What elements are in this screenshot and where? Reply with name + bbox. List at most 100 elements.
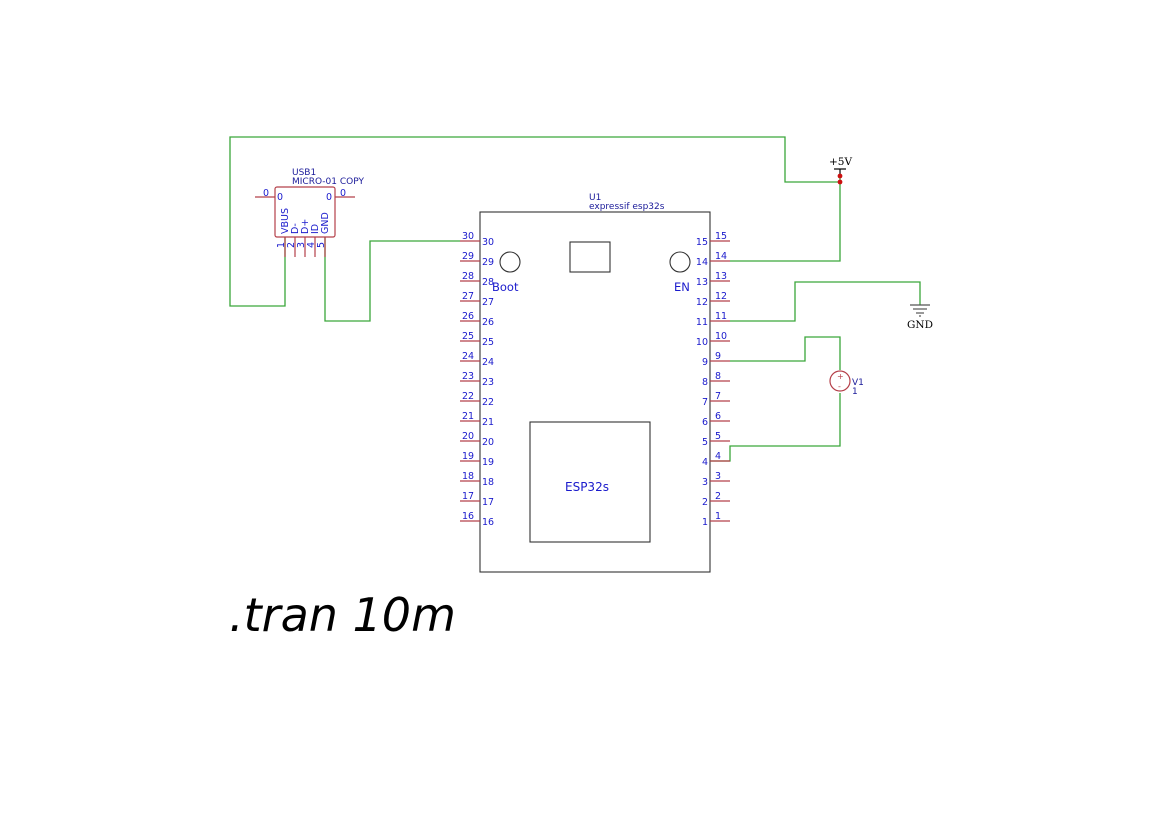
wire-gnd-to-pin30[interactable] bbox=[324, 237, 460, 322]
u1-pin-number: 15 bbox=[715, 231, 727, 242]
u1-pin-name: 26 bbox=[482, 317, 494, 328]
u1-pin-name: 7 bbox=[702, 397, 708, 408]
usb1-side-num-left-outer: 0 bbox=[263, 188, 269, 199]
usb1-pin-number: 3 bbox=[296, 242, 307, 248]
u1-pin-name: 23 bbox=[482, 377, 494, 388]
u1-pin-number: 28 bbox=[462, 271, 474, 282]
usb1-pin-name: GND bbox=[320, 212, 331, 234]
u1-pin-number: 20 bbox=[462, 431, 474, 442]
usb1-pin-name: D- bbox=[290, 223, 301, 234]
u1-pin-name: 21 bbox=[482, 417, 494, 428]
u1-pin-name: 6 bbox=[702, 417, 708, 428]
u1-pin-name: 30 bbox=[482, 237, 494, 248]
v1-minus: - bbox=[838, 382, 841, 391]
u1-body bbox=[479, 211, 711, 573]
esp32s-chip bbox=[529, 421, 651, 543]
usb1-pin-number: 5 bbox=[316, 242, 327, 248]
u1-pin-number: 27 bbox=[462, 291, 474, 302]
u1-pin-number: 14 bbox=[715, 251, 727, 262]
usb1-value: MICRO-01 COPY bbox=[292, 177, 364, 187]
u1-pin-name: 9 bbox=[702, 357, 708, 368]
v1-plus: + bbox=[837, 372, 844, 381]
usb1-component[interactable]: USB1 MICRO-01 COPY 0 0 0 0 VBUS1D-2D+3ID… bbox=[255, 168, 364, 257]
u1-pin-number: 21 bbox=[462, 411, 474, 422]
wire-pin9-to-v1[interactable] bbox=[730, 336, 841, 370]
wire-pin14-to-5v[interactable] bbox=[730, 176, 841, 262]
u1-pin-name: 17 bbox=[482, 497, 494, 508]
u1-pin-number: 26 bbox=[462, 311, 474, 322]
boot-label: Boot bbox=[492, 280, 519, 294]
u1-pin-name: 11 bbox=[696, 317, 708, 328]
usb1-pin-number: 2 bbox=[286, 242, 297, 248]
wire-pin4-to-v1[interactable] bbox=[710, 393, 841, 462]
v1-ref: V1 bbox=[852, 378, 864, 388]
u1-pin-name: 14 bbox=[696, 257, 708, 268]
u1-pin-number: 3 bbox=[715, 471, 721, 482]
u1-pin-number: 16 bbox=[462, 511, 474, 522]
u1-pin-number: 23 bbox=[462, 371, 474, 382]
u1-pin-number: 7 bbox=[715, 391, 721, 402]
usb1-side-num-right-outer: 0 bbox=[340, 188, 346, 199]
u1-ref: U1 bbox=[589, 193, 601, 203]
usb1-pin-number: 4 bbox=[306, 242, 317, 248]
u1-pin-name: 19 bbox=[482, 457, 494, 468]
en-button-icon bbox=[669, 251, 691, 273]
u1-pin-name: 16 bbox=[482, 517, 494, 528]
u1-pin-number: 29 bbox=[462, 251, 474, 262]
wire-vbus-to-5v[interactable] bbox=[229, 136, 840, 307]
u1-component[interactable]: U1 expressif esp32s Boot EN ESP32s 30 30 2… bbox=[460, 193, 730, 573]
u1-pin-name: 18 bbox=[482, 477, 494, 488]
u1-pin-number: 17 bbox=[462, 491, 474, 502]
module-label: ESP32s bbox=[565, 480, 609, 494]
usb1-pin-number: 1 bbox=[276, 242, 287, 248]
u1-usb-port bbox=[569, 241, 611, 273]
usb1-side-num-left-inner: 0 bbox=[277, 192, 283, 203]
junction-dot bbox=[837, 173, 843, 179]
u1-right-pins: 1515141413131212111110109988776655443322… bbox=[696, 231, 730, 528]
u1-left-pins: 3030292928282727262625252424232322222121… bbox=[460, 231, 494, 528]
usb1-ref: USB1 bbox=[292, 168, 316, 178]
u1-pin-number: 11 bbox=[715, 311, 727, 322]
u1-pin-name: 1 bbox=[702, 517, 708, 528]
u1-pin-number: 1 bbox=[715, 511, 721, 522]
u1-pin-number: 30 bbox=[462, 231, 474, 242]
boot-button-icon bbox=[499, 251, 521, 273]
u1-pin-name: 8 bbox=[702, 377, 708, 388]
v1-source[interactable]: + - V1 1 bbox=[829, 370, 864, 397]
u1-pin-name: 28 bbox=[482, 277, 494, 288]
u1-pin-number: 6 bbox=[715, 411, 721, 422]
wire-pin11-to-gnd[interactable] bbox=[730, 281, 921, 322]
usb1-pin-name: ID bbox=[310, 224, 321, 234]
u1-pin-number: 13 bbox=[715, 271, 727, 282]
usb1-pin-name: D+ bbox=[300, 219, 311, 234]
u1-pin-name: 5 bbox=[702, 437, 708, 448]
u1-pin-name: 12 bbox=[696, 297, 708, 308]
u1-pin-number: 8 bbox=[715, 371, 721, 382]
u1-pin-number: 4 bbox=[715, 451, 721, 462]
u1-pin-number: 12 bbox=[715, 291, 727, 302]
ground-symbol[interactable]: GND bbox=[907, 304, 933, 331]
u1-pin-number: 5 bbox=[715, 431, 721, 442]
u1-pin-name: 15 bbox=[696, 237, 708, 248]
u1-pin-name: 3 bbox=[702, 477, 708, 488]
u1-pin-name: 29 bbox=[482, 257, 494, 268]
power-5v-label: +5V bbox=[829, 156, 852, 168]
usb1-side-num-right-inner: 0 bbox=[326, 192, 332, 203]
u1-pin-name: 10 bbox=[696, 337, 708, 348]
u1-pin-name: 24 bbox=[482, 357, 494, 368]
u1-pin-number: 10 bbox=[715, 331, 727, 342]
simulation-directive[interactable]: .tran 10m bbox=[229, 588, 456, 642]
u1-pin-name: 13 bbox=[696, 277, 708, 288]
gnd-label: GND bbox=[907, 319, 933, 331]
power-5v-symbol[interactable]: +5V bbox=[829, 156, 852, 185]
u1-pin-number: 22 bbox=[462, 391, 474, 402]
junction-dot bbox=[837, 179, 843, 185]
u1-pin-number: 9 bbox=[715, 351, 721, 362]
u1-pin-name: 27 bbox=[482, 297, 494, 308]
u1-pin-number: 25 bbox=[462, 331, 474, 342]
en-label: EN bbox=[674, 280, 690, 294]
u1-pin-name: 25 bbox=[482, 337, 494, 348]
u1-value: expressif esp32s bbox=[589, 202, 665, 212]
